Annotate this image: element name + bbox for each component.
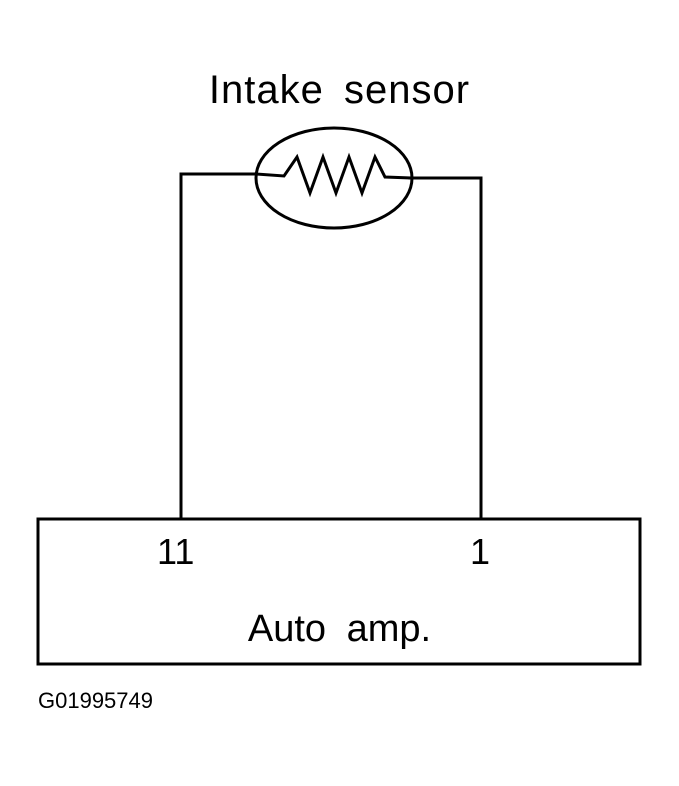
sensor-label: Intake sensor xyxy=(208,68,471,112)
figure-id-label: G01995749 xyxy=(38,688,153,713)
pin-label-1: 1 xyxy=(470,531,491,572)
sensor-housing-ellipse xyxy=(254,126,414,230)
module-label: Auto amp. xyxy=(247,608,432,650)
pin-label-11: 11 xyxy=(157,531,195,572)
wire-pin-1 xyxy=(408,176,483,521)
auto-amp-module-box xyxy=(36,517,642,666)
wire-pin-11 xyxy=(179,172,258,521)
resistor-symbol-icon xyxy=(254,152,412,198)
